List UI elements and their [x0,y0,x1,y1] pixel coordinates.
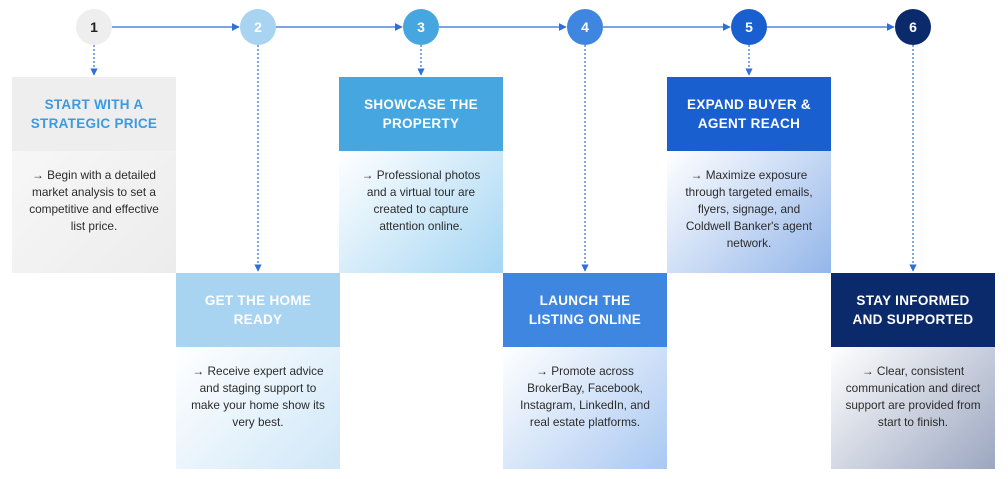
step-description: → Promote across BrokerBay, Facebook, In… [503,347,667,469]
step-title: LAUNCH THE LISTING ONLINE [503,273,667,347]
step-card-2: GET THE HOME READY→ Receive expert advic… [176,273,340,469]
step-circle-3: 3 [403,9,439,45]
step-description: → Clear, consistent communication and di… [831,347,995,469]
step-circle-6: 6 [895,9,931,45]
step-card-1: START WITH A STRATEGIC PRICE→ Begin with… [12,77,176,273]
step-description: → Professional photos and a virtual tour… [339,151,503,273]
step-title: SHOWCASE THE PROPERTY [339,77,503,151]
step-title: GET THE HOME READY [176,273,340,347]
step-card-3: SHOWCASE THE PROPERTY→ Professional phot… [339,77,503,273]
step-circle-1: 1 [76,9,112,45]
step-title: START WITH A STRATEGIC PRICE [12,77,176,151]
step-card-6: STAY INFORMED AND SUPPORTED→ Clear, cons… [831,273,995,469]
step-card-5: EXPAND BUYER & AGENT REACH→ Maximize exp… [667,77,831,273]
step-description: → Receive expert advice and staging supp… [176,347,340,469]
step-card-4: LAUNCH THE LISTING ONLINE→ Promote acros… [503,273,667,469]
step-title: STAY INFORMED AND SUPPORTED [831,273,995,347]
step-description: → Maximize exposure through targeted ema… [667,151,831,273]
step-circle-4: 4 [567,9,603,45]
step-circle-2: 2 [240,9,276,45]
step-title: EXPAND BUYER & AGENT REACH [667,77,831,151]
step-description: → Begin with a detailed market analysis … [12,151,176,273]
step-circle-5: 5 [731,9,767,45]
